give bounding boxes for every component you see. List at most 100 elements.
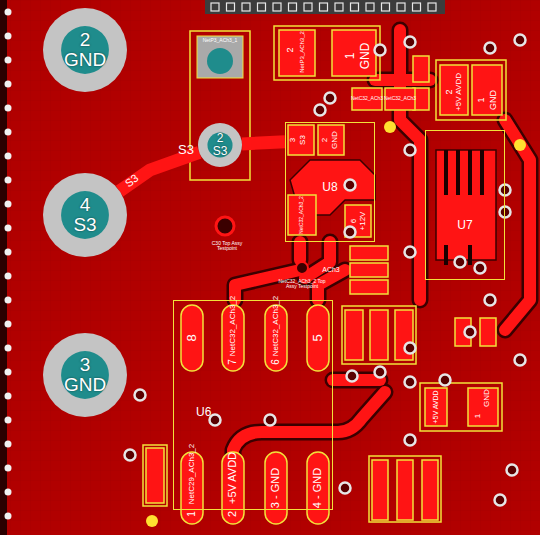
through-hole-pad: 2GND bbox=[43, 8, 127, 92]
toolbar-icon bbox=[351, 3, 359, 11]
toolbar-icon bbox=[227, 3, 235, 11]
via bbox=[347, 371, 358, 382]
copper-traces bbox=[233, 30, 530, 515]
toolbar-icon bbox=[211, 3, 219, 11]
via bbox=[455, 257, 466, 268]
via bbox=[340, 483, 351, 494]
net-label: NetC32_ACh3_2 bbox=[229, 296, 237, 356]
pad-label: NetP3_ACh3_1 bbox=[203, 38, 238, 43]
edge-bump bbox=[5, 57, 12, 64]
pin-number: 5 bbox=[311, 334, 325, 341]
via bbox=[345, 180, 356, 191]
via bbox=[465, 327, 476, 338]
pin-number: 8 bbox=[185, 334, 199, 341]
net-label: NetC32_ACh3 bbox=[351, 96, 383, 101]
net-label: +5V AVDD bbox=[455, 73, 463, 111]
pin-number: S3 bbox=[123, 172, 141, 189]
via bbox=[500, 207, 511, 218]
net-label: 2 bbox=[321, 138, 329, 142]
component-outline: U6 bbox=[173, 300, 333, 510]
toolbar-icon bbox=[382, 3, 390, 11]
pad-label: 4 bbox=[80, 195, 91, 215]
net-label: NetC32_ACh3_2 bbox=[272, 296, 280, 356]
copper-trace bbox=[120, 152, 200, 191]
component-outline: U8 bbox=[285, 122, 375, 242]
via bbox=[265, 415, 276, 426]
toolbar-icon bbox=[320, 3, 328, 11]
via bbox=[495, 495, 506, 506]
net-label: 2 bbox=[286, 47, 295, 52]
edge-bump bbox=[5, 153, 12, 160]
net-label: NetC29_ACh3_2 bbox=[188, 444, 196, 504]
via bbox=[375, 45, 386, 56]
pin-number: 2 bbox=[227, 511, 239, 517]
toolbar-icon bbox=[366, 3, 374, 11]
edge-bump bbox=[5, 249, 12, 256]
net-label: NetP3_ACh3_2 bbox=[299, 31, 305, 73]
net-label: +5V AVDD bbox=[432, 390, 439, 423]
pin-number: GND bbox=[359, 43, 372, 70]
edge-bump bbox=[5, 105, 12, 112]
edge-bump bbox=[5, 417, 12, 424]
net-label: S3 bbox=[299, 135, 307, 145]
via bbox=[405, 145, 416, 156]
net-label: 1 bbox=[477, 97, 486, 102]
edge-bump bbox=[5, 345, 12, 352]
via bbox=[485, 43, 496, 54]
edge-bump bbox=[5, 489, 12, 496]
pad-label: 2 bbox=[80, 30, 91, 50]
pin-number: +5V AVDD bbox=[227, 452, 239, 504]
edge-bump bbox=[5, 465, 12, 472]
via bbox=[500, 185, 511, 196]
via bbox=[405, 343, 416, 354]
toolbar bbox=[205, 0, 445, 14]
pad-label: GND bbox=[64, 375, 106, 395]
square-pad: NetP3_ACh3_1 bbox=[197, 36, 243, 78]
net-label: 2 bbox=[445, 89, 454, 94]
net-label: GND bbox=[331, 131, 339, 149]
via bbox=[125, 450, 136, 461]
board-edge-bumps bbox=[5, 9, 12, 520]
edge-bump bbox=[5, 225, 12, 232]
toolbar-icon bbox=[304, 3, 312, 11]
toolbar-icon bbox=[428, 3, 436, 11]
smd-pads bbox=[146, 30, 502, 524]
pin-number: 1 bbox=[344, 53, 357, 60]
pin-number: 4 - GND bbox=[312, 468, 324, 508]
silk-outlines bbox=[143, 26, 506, 522]
net-label: C30 Top Assy Testpoint bbox=[204, 241, 250, 252]
net-label: GND bbox=[489, 90, 498, 110]
via bbox=[507, 465, 518, 476]
chip-pads bbox=[436, 150, 496, 265]
edge-bump bbox=[5, 369, 12, 376]
board-edge bbox=[0, 0, 7, 535]
component-outline: U7 bbox=[425, 130, 505, 280]
via bbox=[485, 295, 496, 306]
via bbox=[515, 355, 526, 366]
through-hole-pad: 3GND bbox=[43, 333, 127, 417]
edge-bump bbox=[5, 273, 12, 280]
designator: U7 bbox=[457, 219, 472, 232]
edge-bump bbox=[5, 393, 12, 400]
pad-label: 2 bbox=[217, 132, 224, 145]
edge-bump bbox=[5, 33, 12, 40]
via bbox=[345, 227, 356, 238]
toolbar-icon bbox=[242, 3, 250, 11]
net-label: NetC32_ACh3_2 bbox=[299, 196, 304, 234]
designator: U8 bbox=[322, 181, 337, 194]
net-label: 3 bbox=[289, 138, 297, 142]
pin-number: 3 - GND bbox=[270, 468, 282, 508]
pad-label: 3 bbox=[80, 355, 91, 375]
edge-bump bbox=[5, 441, 12, 448]
edge-bump bbox=[5, 9, 12, 16]
edge-bump bbox=[5, 177, 12, 184]
via bbox=[405, 247, 416, 258]
pin-number: 7 bbox=[228, 359, 239, 365]
net-label: ACh3 bbox=[322, 266, 340, 273]
net-label: NetC32_ACh3 bbox=[384, 96, 416, 101]
marker-dots bbox=[146, 121, 526, 527]
